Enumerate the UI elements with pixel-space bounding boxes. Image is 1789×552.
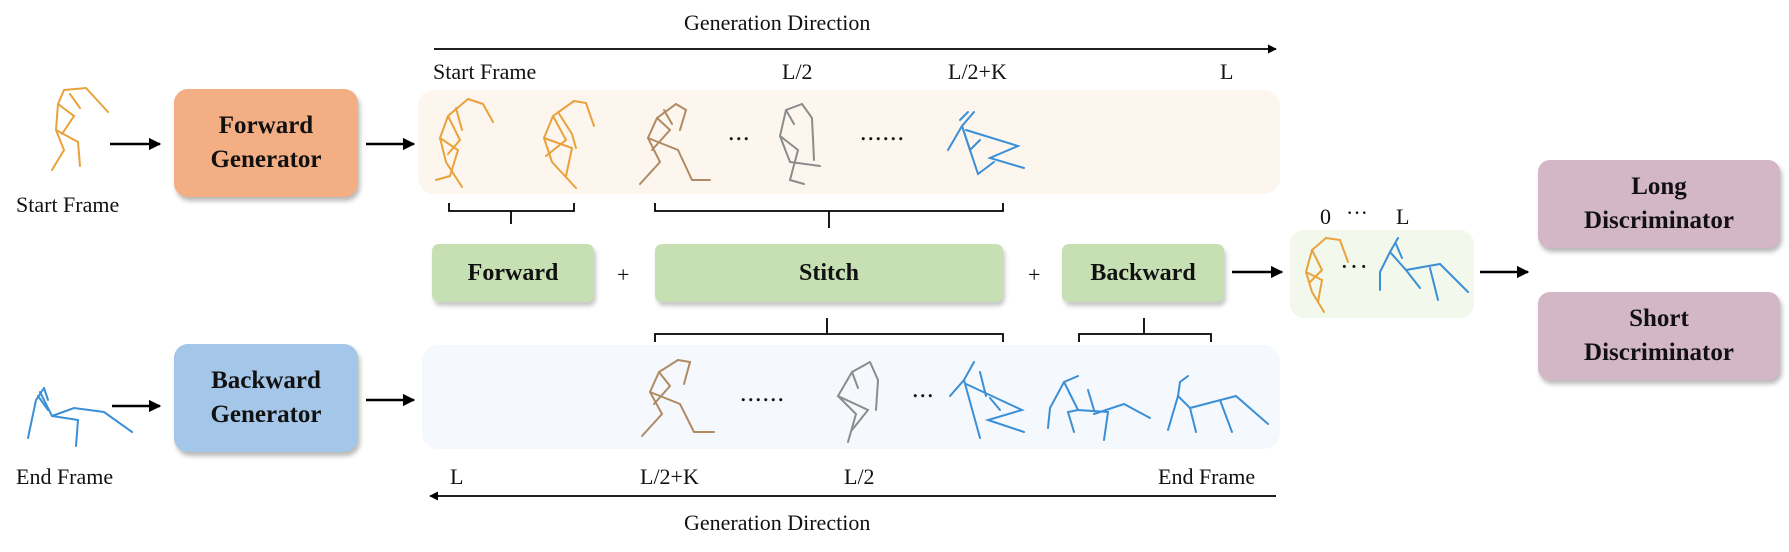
pose-top-3 <box>639 103 711 185</box>
pose-top-1 <box>435 98 494 188</box>
pose-bottom-3 <box>949 361 1025 439</box>
pose-end-frame <box>27 387 133 447</box>
top-ellipsis-long: ...... <box>860 117 905 146</box>
backward-generator-box: Backward Generator <box>174 344 358 452</box>
forward-segment-box: Forward <box>432 244 594 302</box>
pose-bottom-2 <box>836 361 880 443</box>
plus-sign-2: + <box>1028 262 1041 287</box>
top-ellipsis-short: ... <box>728 117 751 146</box>
top-tick-start-frame: Start Frame <box>433 59 537 84</box>
short-discriminator-box: Short Discriminator <box>1538 292 1780 380</box>
pose-top-2 <box>542 100 595 189</box>
backward-generator-line2: Generator <box>210 401 322 428</box>
merged-label-dots: ··· <box>1346 200 1368 225</box>
bottom-tick-half: L/2 <box>844 464 875 489</box>
forward-generator-line2: Generator <box>210 146 322 173</box>
pose-start-frame <box>51 86 109 171</box>
bottom-direction-label: Generation Direction <box>684 510 871 535</box>
bracket-top-forward <box>448 203 575 224</box>
pose-bottom-1 <box>641 359 715 437</box>
merged-label-start: 0 <box>1320 204 1331 229</box>
top-tick-half-k: L/2+K <box>948 59 1007 84</box>
bracket-bottom-stitch <box>654 318 1004 342</box>
merged-label-end: L <box>1396 204 1410 229</box>
short-discriminator-line2: Discriminator <box>1584 339 1734 366</box>
top-tick-end: L <box>1220 59 1234 84</box>
backward-generator-line1: Backward <box>211 367 321 394</box>
bracket-top-stitch <box>654 203 1004 228</box>
top-sequence-band <box>418 90 1280 194</box>
bottom-ellipsis-long: ...... <box>740 378 785 407</box>
merged-ellipsis: ··· <box>1340 252 1369 281</box>
top-tick-half: L/2 <box>782 59 813 84</box>
pose-bottom-4 <box>1047 375 1151 441</box>
long-discriminator-line2: Discriminator <box>1584 207 1734 234</box>
bottom-tick-l: L <box>450 464 464 489</box>
bottom-tick-end-frame: End Frame <box>1158 464 1256 489</box>
start-frame-label: Start Frame <box>16 192 120 217</box>
pose-merged-blue <box>1379 237 1469 301</box>
pose-top-5 <box>947 111 1025 176</box>
pose-top-4 <box>778 103 821 185</box>
bracket-bottom-backward <box>1078 318 1212 342</box>
long-discriminator-box: Long Discriminator <box>1538 160 1780 248</box>
pose-bottom-5 <box>1167 375 1269 433</box>
top-direction-label: Generation Direction <box>684 10 871 35</box>
stitch-segment-box: Stitch <box>655 244 1003 302</box>
bottom-ellipsis-short: ... <box>912 374 935 403</box>
bottom-tick-half-k: L/2+K <box>640 464 699 489</box>
short-discriminator-line1: Short <box>1629 305 1689 332</box>
bottom-sequence-band <box>422 345 1280 449</box>
plus-sign-1: + <box>617 262 630 287</box>
end-frame-label: End Frame <box>16 464 114 489</box>
long-discriminator-line1: Long <box>1631 173 1687 200</box>
merged-sequence-band <box>1290 230 1474 318</box>
forward-generator-line1: Forward <box>218 112 314 139</box>
forward-generator-box: Forward Generator <box>174 89 358 197</box>
backward-segment-box: Backward <box>1062 244 1224 302</box>
pose-merged-orange <box>1304 237 1349 313</box>
